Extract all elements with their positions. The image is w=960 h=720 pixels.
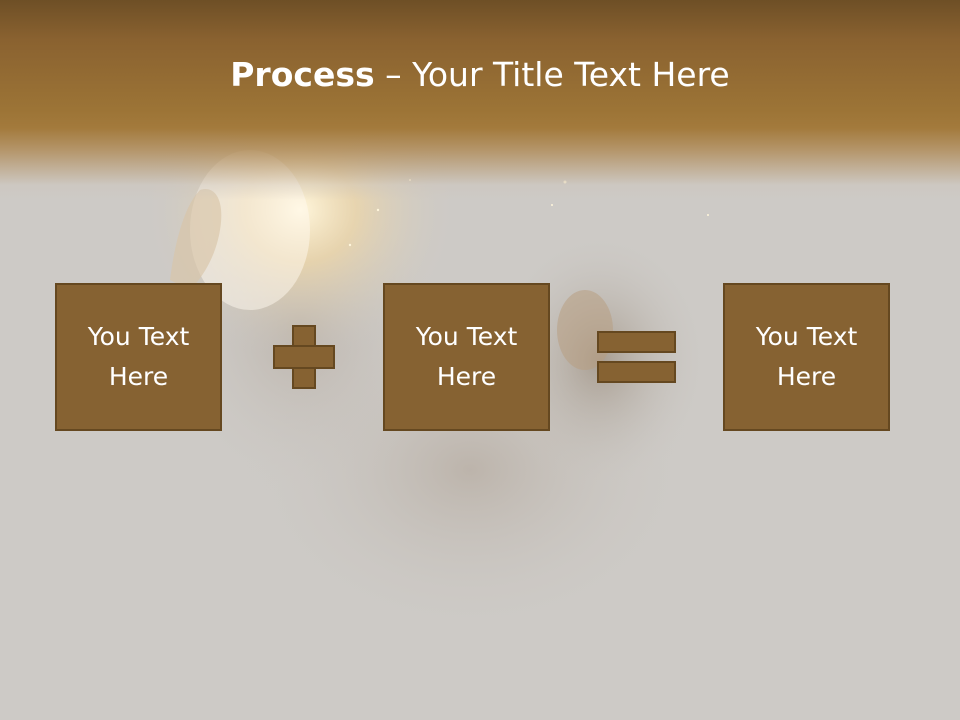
process-box-2: You Text Here (383, 283, 550, 431)
process-box-2-text: You Text Here (415, 322, 518, 391)
process-box-1-text: You Text Here (87, 322, 190, 391)
title-band (0, 0, 960, 200)
title-rest: – Your Title Text Here (374, 55, 730, 94)
plus-icon (273, 325, 335, 389)
title-bold: Process (230, 55, 375, 94)
process-box-1: You Text Here (55, 283, 222, 431)
process-box-3: You Text Here (723, 283, 890, 431)
slide-title: Process – Your Title Text Here (0, 52, 960, 98)
process-box-3-text: You Text Here (755, 322, 858, 391)
equals-icon (597, 331, 676, 383)
